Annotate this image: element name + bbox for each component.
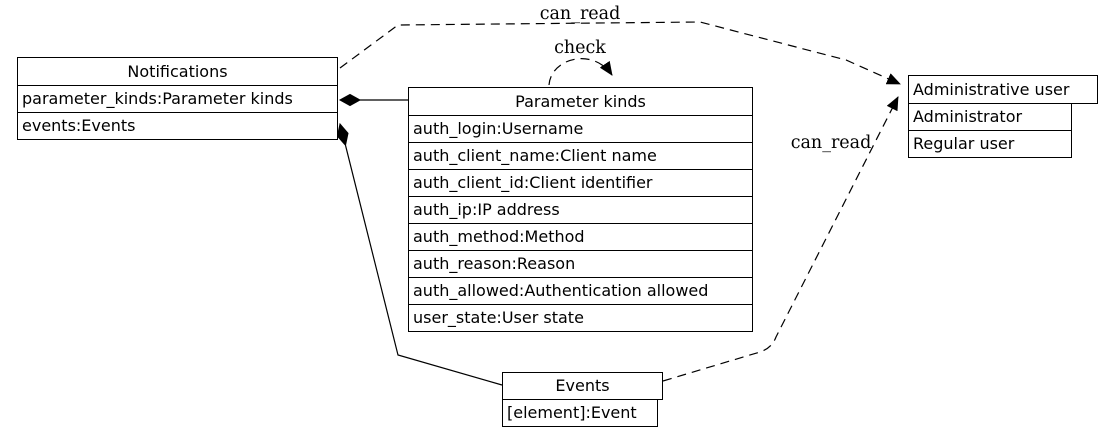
edge-label-can-read-events: can_read bbox=[791, 133, 872, 153]
node-events-title: Events bbox=[502, 372, 663, 400]
node-notifications: Notifications parameter_kinds:Parameter … bbox=[17, 57, 338, 140]
node-parameter-kinds-row-auth-login: auth_login:Username bbox=[408, 115, 753, 143]
node-administrative-user: Administrative user Administrator Regula… bbox=[908, 75, 1098, 158]
node-notifications-title: Notifications bbox=[17, 57, 338, 86]
node-events: Events [element]:Event bbox=[502, 372, 663, 427]
node-administrative-user-title: Administrative user bbox=[908, 75, 1098, 104]
node-notifications-row-events: events:Events bbox=[17, 112, 338, 140]
edge-can-read-top bbox=[339, 21, 901, 85]
node-administrative-user-row-regular-user: Regular user bbox=[908, 130, 1072, 158]
node-parameter-kinds-row-user-state: user_state:User state bbox=[408, 304, 753, 332]
node-parameter-kinds: Parameter kinds auth_login:Username auth… bbox=[408, 87, 753, 332]
edge-label-can-read-top: can_read bbox=[540, 4, 621, 24]
node-parameter-kinds-row-auth-client-name: auth_client_name:Client name bbox=[408, 142, 753, 170]
node-notifications-row-parameter-kinds: parameter_kinds:Parameter kinds bbox=[17, 85, 338, 113]
node-administrative-user-row-administrator: Administrator bbox=[908, 103, 1072, 131]
node-parameter-kinds-row-auth-method: auth_method:Method bbox=[408, 223, 753, 251]
node-events-row-element: [element]:Event bbox=[502, 399, 658, 427]
node-parameter-kinds-row-auth-allowed: auth_allowed:Authentication allowed bbox=[408, 277, 753, 305]
node-parameter-kinds-title: Parameter kinds bbox=[408, 87, 753, 116]
diamond-events-icon bbox=[336, 122, 349, 147]
node-parameter-kinds-row-auth-reason: auth_reason:Reason bbox=[408, 250, 753, 278]
edge-label-check: check bbox=[554, 38, 606, 58]
edge-composition-events bbox=[344, 145, 503, 386]
edge-can-read-events bbox=[662, 96, 899, 382]
diamond-parameter-kinds-icon bbox=[338, 93, 362, 107]
node-parameter-kinds-row-auth-ip: auth_ip:IP address bbox=[408, 196, 753, 224]
node-parameter-kinds-row-auth-client-id: auth_client_id:Client identifier bbox=[408, 169, 753, 197]
edge-check-self-loop bbox=[548, 58, 613, 86]
